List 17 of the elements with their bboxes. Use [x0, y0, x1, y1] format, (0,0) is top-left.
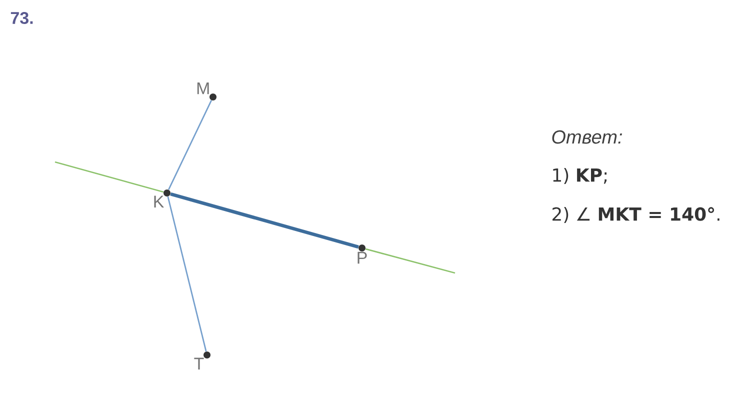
- answer-line: 1) KP;: [553, 168, 607, 184]
- answer-line: 2) ∠ MKT = 140°.: [552, 206, 720, 223]
- point: M: [197, 82, 216, 100]
- exercise-number: 73.: [10, 12, 33, 24]
- point: P: [358, 244, 367, 264]
- line-segment: [365, 248, 456, 274]
- node-label: K: [154, 196, 164, 208]
- line-segment: [54, 161, 164, 193]
- point: K: [154, 190, 170, 208]
- answer-heading: Ответ:: [552, 130, 622, 144]
- node-label: M: [197, 82, 209, 94]
- line-segment: [168, 100, 212, 190]
- node-label: T: [194, 358, 204, 370]
- point: T: [194, 352, 210, 370]
- line-segment: [170, 192, 359, 249]
- line-segment: [167, 196, 207, 352]
- node-label: P: [358, 252, 367, 264]
